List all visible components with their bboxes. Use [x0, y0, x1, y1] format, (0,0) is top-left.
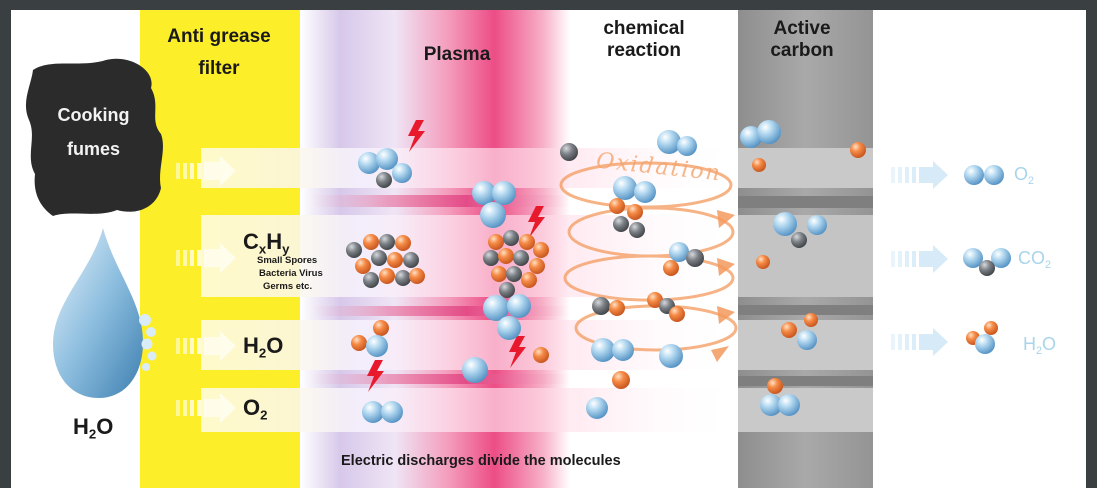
chemical-line2: reaction: [607, 40, 681, 61]
cooking-fumes-line1: Cooking: [57, 105, 130, 125]
active-carbon-title: Active carbon: [744, 18, 860, 62]
input-o2-label: O2: [243, 395, 268, 423]
water-drop-label: H2O: [73, 414, 114, 442]
input-cxhy-label: CxHy: [243, 229, 290, 257]
anti-grease-filter-title: Anti grease filter: [144, 26, 294, 80]
diagram-graphics: [25, 10, 1011, 488]
spores-line2: Bacteria Virus: [259, 268, 323, 279]
active-line1: Active: [773, 18, 831, 39]
output-o2-label: O2: [1014, 164, 1035, 187]
anti-grease-line2: filter: [198, 58, 240, 79]
active-line2: carbon: [770, 40, 834, 61]
drop-bubbles: [139, 314, 157, 371]
cooking-fumes-label: Cooking fumes: [31, 98, 156, 166]
output-co2-label: CO2: [1018, 248, 1052, 271]
spores-line3: Germs etc.: [263, 281, 313, 292]
lightning-bolts: [367, 120, 545, 392]
electric-discharge-caption: Electric discharges divide the molecules: [341, 453, 621, 469]
oxidation-swirl: [559, 161, 738, 352]
anti-grease-line1: Anti grease: [167, 26, 271, 47]
input-h2o-label: H2O: [243, 333, 284, 361]
plasma-filter-diagram: Cooking fumes H2O Anti grease filter Pla…: [11, 10, 1086, 488]
molecules: [346, 120, 1011, 423]
output-h2o-label: H2O: [1023, 334, 1057, 357]
water-drop-icon: [53, 228, 143, 398]
spores-line1: Small Spores: [257, 255, 318, 266]
cooking-fumes-line2: fumes: [66, 139, 120, 159]
input-arrows: [176, 156, 236, 423]
cooking-fumes-cloud: [25, 58, 163, 216]
chemical-reaction-title: chemical reaction: [584, 18, 704, 62]
plasma-title: Plasma: [423, 44, 491, 65]
chemical-line1: chemical: [603, 18, 685, 39]
flow-stripes: [201, 148, 873, 432]
spores-bacteria-label: Small Spores Bacteria Virus Germs etc.: [257, 254, 323, 293]
swirl-arrowheads: [711, 210, 735, 362]
output-arrows: [891, 161, 948, 356]
